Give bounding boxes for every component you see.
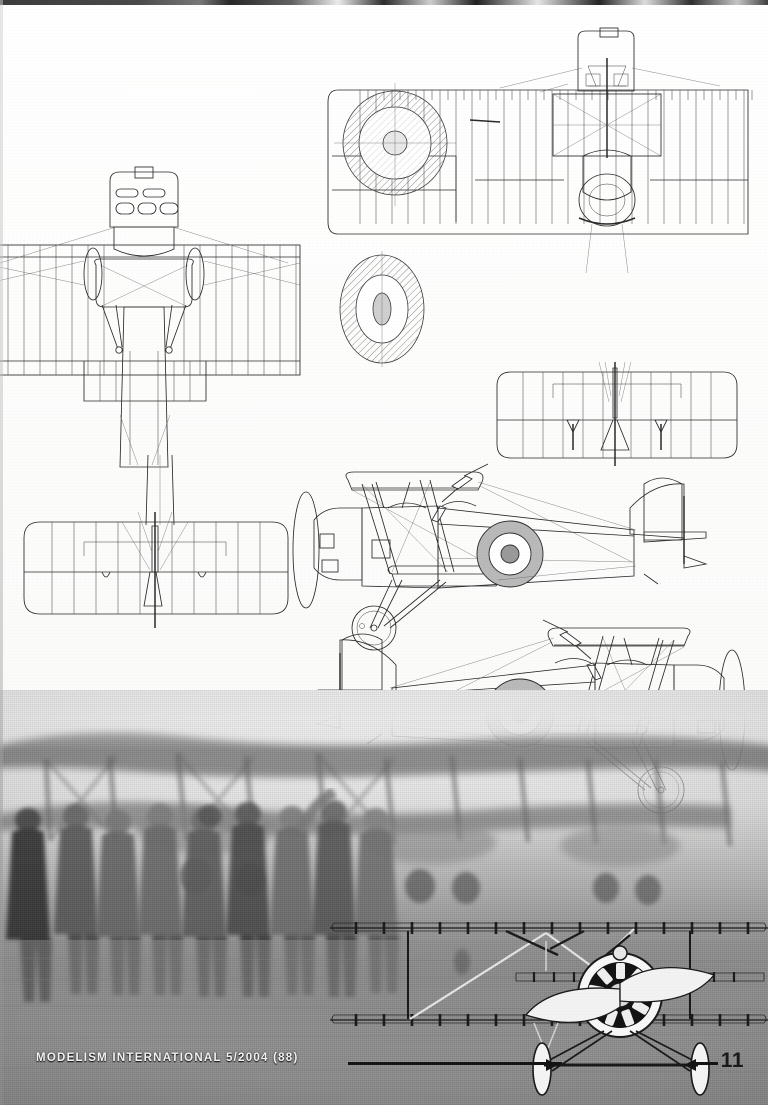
fuselage-roundel — [476, 520, 544, 588]
upper-wing — [330, 922, 768, 934]
footer-rule-left — [348, 1062, 562, 1065]
fuselage-centreline-left — [140, 454, 180, 526]
rotary-engine — [524, 945, 716, 1038]
plan-view-from-above-left — [0, 165, 308, 468]
tailplane-plan-right — [495, 361, 739, 472]
vintage-airfield-photograph — [0, 690, 768, 1105]
scan-edge-artifact-top — [0, 0, 768, 5]
scan-edge-artifact-left — [0, 0, 3, 1105]
wing-roundel — [334, 83, 456, 206]
front-elevation-with-propeller — [330, 905, 768, 1096]
footer-rule-right — [692, 1062, 718, 1065]
plan-view-from-above-right — [300, 27, 768, 274]
footer-publication-credit: MODELISM INTERNATIONAL 5/2004 (88) — [36, 1052, 299, 1064]
tailplane-plan-left — [22, 511, 290, 628]
side-profile-nose-left — [292, 462, 736, 651]
wing-roundel-left-plan — [318, 245, 448, 375]
page-number: 11 — [720, 1049, 744, 1072]
